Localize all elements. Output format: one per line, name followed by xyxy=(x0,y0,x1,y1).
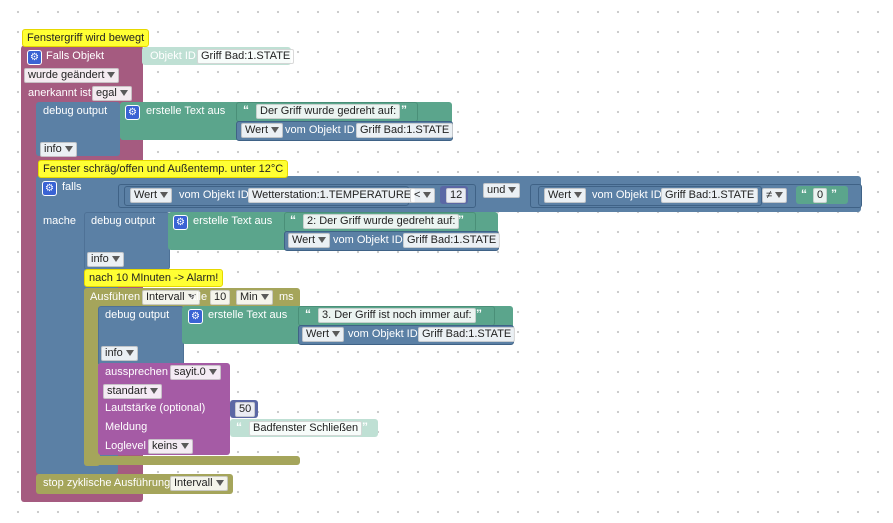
quote-open-icon: “ xyxy=(236,420,242,434)
loglevel-label: Loglevel xyxy=(105,440,146,452)
from-object-label: vom Objekt ID xyxy=(333,234,403,246)
chevron-down-icon xyxy=(215,480,224,487)
gear-icon[interactable]: ⚙ xyxy=(125,105,140,120)
chevron-down-icon xyxy=(64,146,73,153)
volume-field[interactable]: 50 xyxy=(235,402,256,417)
speak-device-dropdown[interactable]: sayit.0 xyxy=(170,365,221,380)
gear-icon[interactable]: ⚙ xyxy=(27,50,42,65)
quote-close-icon: ” xyxy=(401,103,407,117)
value-dropdown[interactable]: Wert xyxy=(288,233,331,248)
value-dropdown[interactable]: Wert xyxy=(544,188,587,203)
from-object-label: vom Objekt ID xyxy=(285,124,355,136)
quote-close-icon: ” xyxy=(362,420,368,434)
speak-label: aussprechen xyxy=(105,366,168,378)
debug-label: debug output xyxy=(105,309,170,321)
quote-close-icon: ” xyxy=(458,213,464,227)
object-id-label: Objekt ID xyxy=(150,50,196,62)
compare-op-dropdown[interactable]: ≠ xyxy=(762,188,788,203)
string-value-3[interactable]: 3. Der Griff ist noch immer auf: xyxy=(318,308,476,323)
chevron-down-icon xyxy=(318,237,327,244)
debug-level-dropdown[interactable]: info xyxy=(101,346,138,361)
debug-label: debug output xyxy=(91,215,156,227)
timer-ms-label: ms xyxy=(279,291,294,303)
chevron-down-icon xyxy=(775,192,784,199)
from-object-label: vom Objekt ID xyxy=(348,328,418,340)
object-field[interactable]: Griff Bad:1.STATE xyxy=(418,327,516,342)
event-trigger-label: Falls Objekt xyxy=(46,50,105,62)
quote-close-icon: ” xyxy=(476,307,482,321)
timer-footer xyxy=(84,456,300,465)
message-label: Meldung xyxy=(105,421,148,433)
if-label: falls xyxy=(62,181,82,193)
comment-event[interactable]: Fenstergriff wird bewegt xyxy=(22,29,150,47)
gear-icon[interactable]: ⚙ xyxy=(173,215,188,230)
chevron-down-icon xyxy=(187,294,196,301)
chevron-down-icon xyxy=(208,369,217,376)
chevron-down-icon xyxy=(574,192,583,199)
chevron-down-icon xyxy=(260,294,269,301)
timer-block[interactable] xyxy=(84,288,100,466)
chevron-down-icon xyxy=(271,127,280,134)
chevron-down-icon xyxy=(125,350,134,357)
ack-dropdown[interactable]: egal xyxy=(92,86,132,101)
timer-exec-label: Ausführen xyxy=(90,291,141,303)
chevron-down-icon xyxy=(332,331,341,338)
value-dropdown[interactable]: Wert xyxy=(241,123,284,138)
string-value-1[interactable]: Der Griff wurde gedreht auf: xyxy=(256,104,401,119)
chevron-down-icon xyxy=(119,90,128,97)
object-field[interactable]: Griff Bad:1.STATE xyxy=(403,233,501,248)
object-field[interactable]: Wetterstation:1.TEMPERATURE xyxy=(248,188,416,203)
comment-timer[interactable]: nach 10 MInuten -> Alarm! xyxy=(84,269,224,287)
from-object-label: vom Objekt ID xyxy=(179,189,249,201)
text-join-label: erstelle Text aus xyxy=(208,309,288,321)
ack-label: anerkannt ist xyxy=(28,87,91,99)
speak-language-dropdown[interactable]: standart xyxy=(103,384,162,399)
gear-icon[interactable]: ⚙ xyxy=(42,181,57,196)
chevron-down-icon xyxy=(160,192,169,199)
text-join-label: erstelle Text aus xyxy=(146,105,226,117)
timer-amount-field[interactable]: 10 xyxy=(210,290,231,305)
message-field[interactable]: Badfenster Schließen xyxy=(249,421,363,436)
compare-op-dropdown[interactable]: < xyxy=(410,188,436,203)
gear-icon[interactable]: ⚙ xyxy=(188,309,203,324)
timer-mode-dropdown[interactable]: Intervall xyxy=(142,290,200,305)
debug-label: debug output xyxy=(43,105,108,117)
string-value-2[interactable]: 2: Der Griff wurde gedreht auf: xyxy=(303,214,460,229)
timer-all-label: alle xyxy=(190,291,208,303)
timer-unit-dropdown[interactable]: Min xyxy=(236,290,273,305)
quote-open-icon: “ xyxy=(305,307,311,321)
stop-mode-dropdown[interactable]: Intervall xyxy=(170,476,228,491)
number-field[interactable]: 12 xyxy=(446,188,467,203)
chevron-down-icon xyxy=(111,256,120,263)
object-field[interactable]: Griff Bad:1.STATE xyxy=(356,123,454,138)
logic-op-dropdown[interactable]: und xyxy=(483,183,521,198)
quote-open-icon: “ xyxy=(290,213,296,227)
value-dropdown[interactable]: Wert xyxy=(302,327,345,342)
debug-level-dropdown[interactable]: info xyxy=(87,252,124,267)
comment-if[interactable]: Fenster schräg/offen und Außentemp. unte… xyxy=(38,160,289,178)
change-dropdown[interactable]: wurde geändert xyxy=(24,68,120,83)
object-id-value[interactable]: Griff Bad:1.STATE xyxy=(197,49,295,64)
chevron-down-icon xyxy=(180,443,189,450)
debug-level-dropdown[interactable]: info xyxy=(40,142,77,157)
quote-open-icon: “ xyxy=(243,103,249,117)
value-dropdown[interactable]: Wert xyxy=(130,188,173,203)
from-object-label: vom Objekt ID xyxy=(592,189,662,201)
loglevel-dropdown[interactable]: keins xyxy=(148,439,193,454)
string-field[interactable]: 0 xyxy=(813,188,828,203)
do-label: mache xyxy=(43,215,77,227)
text-join-label: erstelle Text aus xyxy=(193,215,273,227)
quote-close-icon: ” xyxy=(831,187,837,201)
chevron-down-icon xyxy=(107,72,116,79)
quote-open-icon: “ xyxy=(801,187,807,201)
chevron-down-icon xyxy=(149,388,158,395)
object-field[interactable]: Griff Bad:1.STATE xyxy=(661,188,759,203)
chevron-down-icon xyxy=(423,192,432,199)
volume-label: Lautstärke (optional) xyxy=(105,402,206,414)
stop-label: stop zyklische Ausführung xyxy=(43,477,171,489)
chevron-down-icon xyxy=(508,187,517,194)
